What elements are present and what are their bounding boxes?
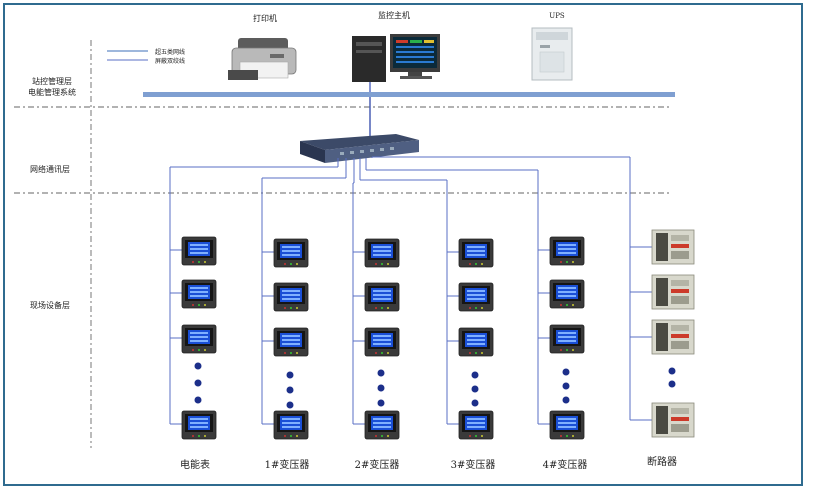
continuation-dot: [377, 369, 385, 377]
power-meter-icon: [364, 327, 400, 357]
host-label: 监控主机: [378, 10, 410, 20]
printer-icon: [228, 38, 297, 80]
field-devices: [181, 229, 695, 440]
continuation-dot: [471, 385, 479, 393]
continuation-dot: [377, 384, 385, 392]
power-meter-icon: [364, 238, 400, 268]
power-meter-icon: [273, 327, 309, 357]
power-meter-icon: [364, 410, 400, 440]
power-meter-icon: [364, 282, 400, 312]
power-meter-icon: [181, 324, 217, 354]
ups-label: UPS: [549, 12, 565, 20]
continuation-dot: [286, 401, 294, 409]
power-meter-icon: [549, 324, 585, 354]
power-meter-icon: [181, 279, 217, 309]
power-meter-icon: [181, 410, 217, 440]
field-wiring: [169, 156, 652, 425]
layer-label-field: 现场设备层: [30, 300, 70, 310]
circuit-breaker-icon: [651, 402, 695, 438]
continuation-dot: [562, 368, 570, 376]
continuation-dot: [471, 399, 479, 407]
power-meter-icon: [273, 282, 309, 312]
power-meter-icon: [549, 410, 585, 440]
power-meter-icon: [458, 327, 494, 357]
continuation-dot: [286, 386, 294, 394]
column-label-transformer-2: 2#变压器: [355, 458, 400, 471]
continuation-dot: [471, 371, 479, 379]
continuation-dot: [668, 367, 676, 375]
column-label-breaker: 断路器: [647, 455, 677, 468]
column-label-transformer-4: 4#变压器: [543, 458, 588, 471]
continuation-dot: [194, 396, 202, 404]
column-label-transformer-3: 3#变压器: [451, 458, 496, 471]
circuit-breaker-icon: [651, 229, 695, 265]
layer-label-network: 网络通讯层: [30, 164, 70, 174]
power-meter-icon: [181, 236, 217, 266]
column-label-transformer-1: 1#变压器: [265, 458, 310, 471]
continuation-dot: [194, 379, 202, 387]
continuation-dot: [562, 396, 570, 404]
legend-label-cat5: 超五类网线: [155, 48, 185, 56]
legend-label-shielded: 屏蔽双绞线: [155, 57, 185, 65]
continuation-dot: [562, 382, 570, 390]
layer-label-station-1: 站控管理层: [32, 76, 72, 86]
power-meter-icon: [549, 279, 585, 309]
continuation-dot: [377, 399, 385, 407]
circuit-breaker-icon: [651, 319, 695, 355]
power-meter-icon: [458, 282, 494, 312]
ups-icon: [531, 27, 573, 81]
power-meter-icon: [458, 238, 494, 268]
printer-label: 打印机: [253, 13, 277, 23]
station-bus: [143, 92, 675, 97]
host-computer-icon: [352, 34, 440, 82]
power-meter-icon: [549, 236, 585, 266]
column-label-meter: 电能表: [180, 458, 210, 471]
power-meter-icon: [458, 410, 494, 440]
layer-label-station-2: 电能管理系统: [28, 87, 76, 97]
continuation-dot: [668, 380, 676, 388]
circuit-breaker-icon: [651, 274, 695, 310]
power-meter-icon: [273, 410, 309, 440]
continuation-dot: [286, 371, 294, 379]
power-meter-icon: [273, 238, 309, 268]
continuation-dot: [194, 362, 202, 370]
network-switch-icon: [300, 134, 419, 163]
